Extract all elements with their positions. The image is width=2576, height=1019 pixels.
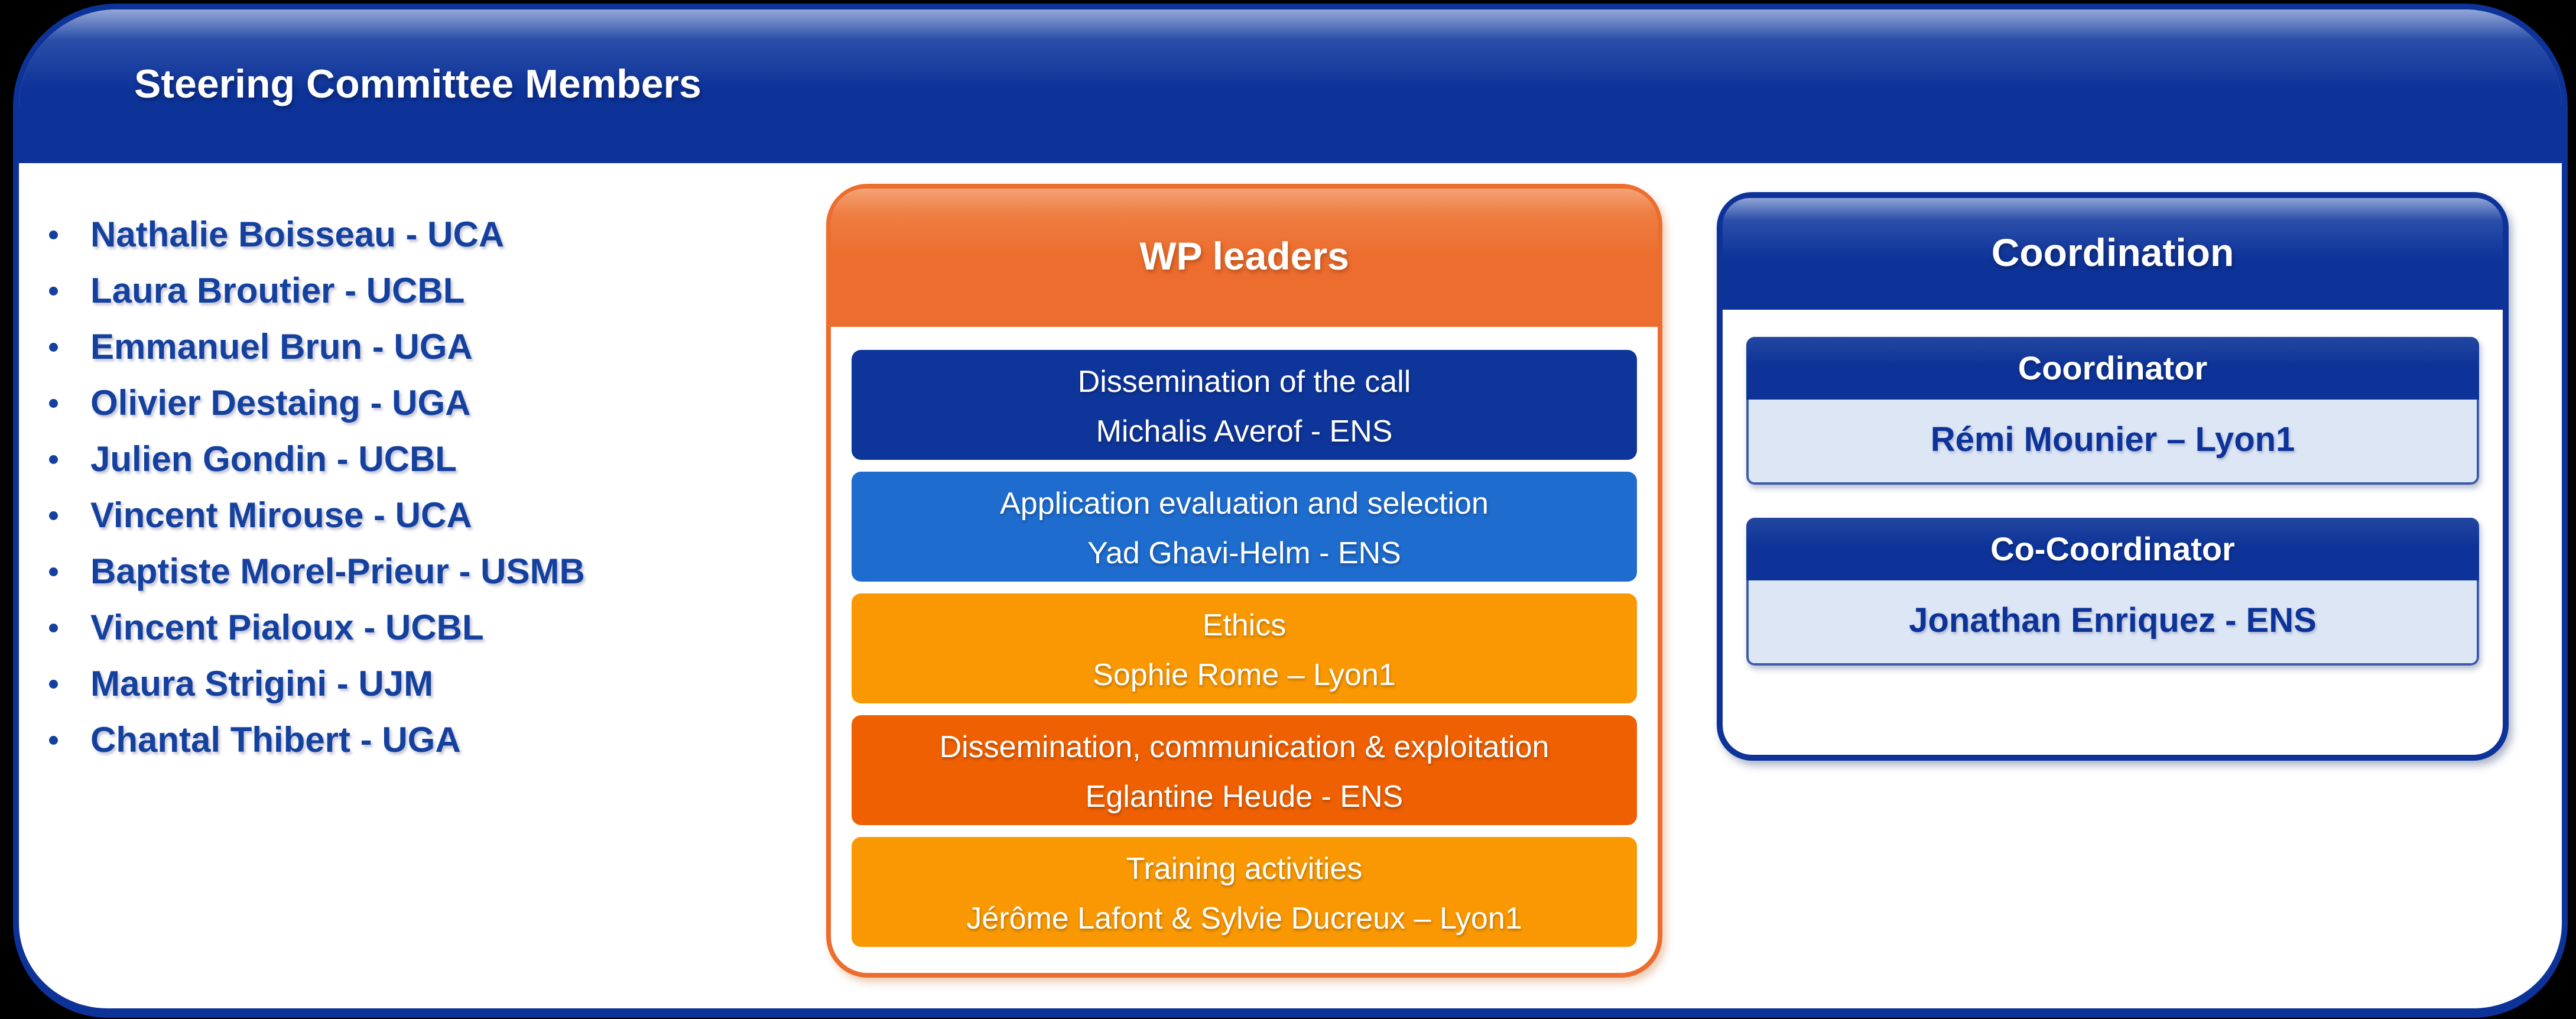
member-name: Vincent Mirouse - UCA	[90, 495, 472, 535]
bullet-icon	[49, 624, 58, 632]
coordinator-group: Coordinator Rémi Mounier – Lyon1	[1746, 337, 2479, 485]
member-name: Laura Broutier - UCBL	[90, 271, 465, 310]
page-title: Steering Committee Members	[134, 61, 701, 106]
bullet-icon	[49, 511, 58, 520]
member-list-item: Emmanuel Brun - UGA	[19, 319, 805, 375]
wp-item-role: Application evaluation and selection	[1000, 486, 1489, 521]
bullet-icon	[49, 343, 58, 352]
wp-item-role: Ethics	[1202, 608, 1287, 642]
wp-item-role: Dissemination of the call	[1077, 365, 1411, 399]
coordination-title: Coordination	[1991, 231, 2234, 274]
wp-item-dissemination-communication: Dissemination, communication & exploitat…	[852, 715, 1637, 825]
wp-leaders-panel: WP leaders Dissemination of the call Mic…	[826, 184, 1662, 978]
member-name: Emmanuel Brun - UGA	[90, 327, 473, 366]
member-list-item: Maura Strigini - UJM	[19, 655, 805, 712]
slide-frame: Steering Committee Members Nathalie Bois…	[13, 4, 2568, 1018]
bullet-icon	[49, 680, 58, 689]
member-list-item: Nathalie Boisseau - UCA	[19, 206, 805, 262]
member-list-item: Vincent Mirouse - UCA	[19, 487, 805, 543]
member-name: Baptiste Morel-Prieur - USMB	[90, 551, 585, 591]
bullet-icon	[49, 231, 58, 239]
bullet-icon	[49, 399, 58, 408]
wp-item-leader: Jérôme Lafont & Sylvie Ducreux – Lyon1	[966, 901, 1522, 936]
wp-item-application-evaluation: Application evaluation and selection Yad…	[852, 472, 1637, 582]
wp-item-role: Training activities	[1126, 852, 1363, 886]
member-list-item: Olivier Destaing - UGA	[19, 375, 805, 431]
wp-item-leader: Eglantine Heude - ENS	[1085, 780, 1404, 814]
steering-members-list: Nathalie Boisseau - UCA Laura Broutier -…	[19, 206, 805, 768]
coordinator-name: Rémi Mounier – Lyon1	[1746, 400, 2479, 485]
wp-leaders-header: WP leaders	[831, 189, 1658, 327]
member-name: Maura Strigini - UJM	[90, 664, 434, 703]
wp-item-leader: Yad Ghavi-Helm - ENS	[1087, 536, 1401, 570]
member-name: Julien Gondin - UCBL	[90, 439, 457, 479]
wp-items-container: Dissemination of the call Michalis Avero…	[852, 350, 1637, 947]
member-list-item: Laura Broutier - UCBL	[19, 262, 805, 319]
member-name: Nathalie Boisseau - UCA	[90, 215, 505, 254]
wp-item-leader: Sophie Rome – Lyon1	[1093, 658, 1396, 692]
coordinator-label: Coordinator	[1746, 337, 2479, 400]
wp-item-role: Dissemination, communication & exploitat…	[939, 730, 1550, 764]
coordination-header: Coordination	[1723, 198, 2503, 310]
wp-leaders-title: WP leaders	[1139, 234, 1349, 278]
bullet-icon	[49, 455, 58, 464]
co-coordinator-name: Jonathan Enriquez - ENS	[1746, 580, 2479, 666]
wp-item-dissemination-call: Dissemination of the call Michalis Avero…	[852, 350, 1637, 460]
member-list-item: Julien Gondin - UCBL	[19, 431, 805, 487]
member-list-item: Baptiste Morel-Prieur - USMB	[19, 543, 805, 599]
co-coordinator-label: Co-Coordinator	[1746, 518, 2479, 580]
member-list-item: Chantal Thibert - UGA	[19, 712, 805, 768]
member-name: Vincent Pialoux - UCBL	[90, 608, 484, 647]
bullet-icon	[49, 567, 58, 576]
co-coordinator-group: Co-Coordinator Jonathan Enriquez - ENS	[1746, 518, 2479, 666]
member-name: Olivier Destaing - UGA	[90, 383, 471, 423]
bullet-icon	[49, 287, 58, 296]
member-list-item: Vincent Pialoux - UCBL	[19, 599, 805, 655]
coordination-panel: Coordination Coordinator Rémi Mounier – …	[1717, 192, 2509, 761]
wp-item-ethics: Ethics Sophie Rome – Lyon1	[852, 593, 1637, 703]
bullet-icon	[49, 736, 58, 745]
member-name: Chantal Thibert - UGA	[90, 720, 461, 760]
slide-header: Steering Committee Members	[19, 9, 2562, 163]
wp-item-training-activities: Training activities Jérôme Lafont & Sylv…	[852, 837, 1637, 947]
wp-item-leader: Michalis Averof - ENS	[1096, 414, 1393, 449]
